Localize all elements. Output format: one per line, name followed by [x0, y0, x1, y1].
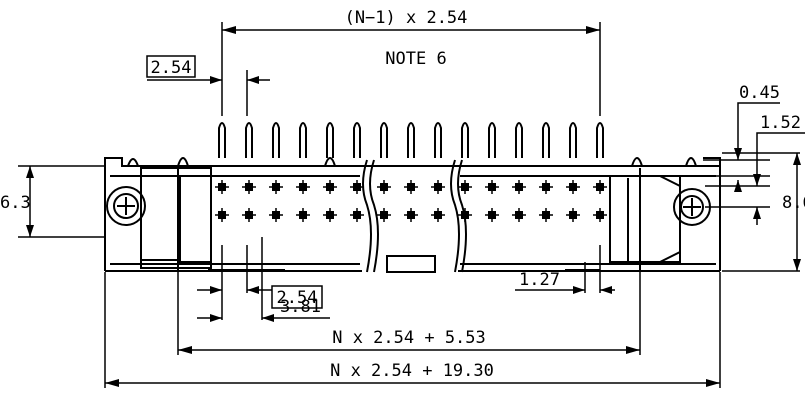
dim-half-pitch: 1.27	[515, 245, 615, 294]
dim-pitch-bottom-label: 2.54	[277, 288, 318, 308]
dim-pitch-top: 2.54	[146, 55, 270, 116]
note-label: NOTE 6	[385, 49, 446, 69]
dim-pitch-total-label: (N−1) x 2.54	[345, 8, 468, 28]
pin-tail	[542, 122, 550, 158]
dim-pin-row-offset-label: 1.52	[760, 113, 801, 133]
dim-height-right: 8.6	[722, 152, 805, 272]
dim-length-inner: N x 2.54 + 5.53	[177, 272, 641, 355]
dim-pin-width: 0.45	[703, 83, 780, 192]
connector-body	[104, 157, 721, 273]
dim-half-pitch-label: 1.27	[519, 270, 560, 290]
pin-tail	[569, 122, 577, 158]
pin-tail	[380, 122, 388, 158]
pin-tail	[218, 122, 226, 158]
pin-tail	[515, 122, 523, 158]
right-guide-block	[609, 175, 681, 263]
dim-offset-bottom: 3.81	[197, 237, 330, 322]
pin-tail	[326, 122, 334, 158]
dim-offset-bottom-label: 3.81	[280, 297, 321, 317]
pin-tail	[596, 122, 604, 158]
pin-tail	[353, 122, 361, 158]
dim-length-overall: N x 2.54 + 19.30	[104, 272, 721, 388]
dim-length-inner-label: N x 2.54 + 5.53	[332, 328, 486, 348]
dim-pitch-total: (N−1) x 2.54	[221, 8, 601, 116]
dim-pin-row-offset: 1.52	[705, 113, 805, 225]
dim-pitch-top-label: 2.54	[151, 58, 192, 78]
pin-tail	[245, 122, 253, 158]
pin-tail	[461, 122, 469, 158]
dim-length-overall-label: N x 2.54 + 19.30	[330, 361, 494, 381]
dim-pin-width-label: 0.45	[739, 83, 780, 103]
pin-tail	[272, 122, 280, 158]
left-screw-icon	[106, 186, 146, 226]
pin-tail	[488, 122, 496, 158]
dim-pitch-bottom: 2.54	[197, 245, 323, 309]
dim-height-left: 6.3	[0, 165, 104, 238]
dim-height-left-label: 6.3	[0, 193, 31, 213]
left-guide-block	[140, 167, 212, 269]
dim-height-right-label: 8.6	[782, 193, 805, 213]
pin-tail	[434, 122, 442, 158]
pin-tail	[407, 122, 415, 158]
pin-tail	[299, 122, 307, 158]
pin-array	[215, 122, 607, 222]
